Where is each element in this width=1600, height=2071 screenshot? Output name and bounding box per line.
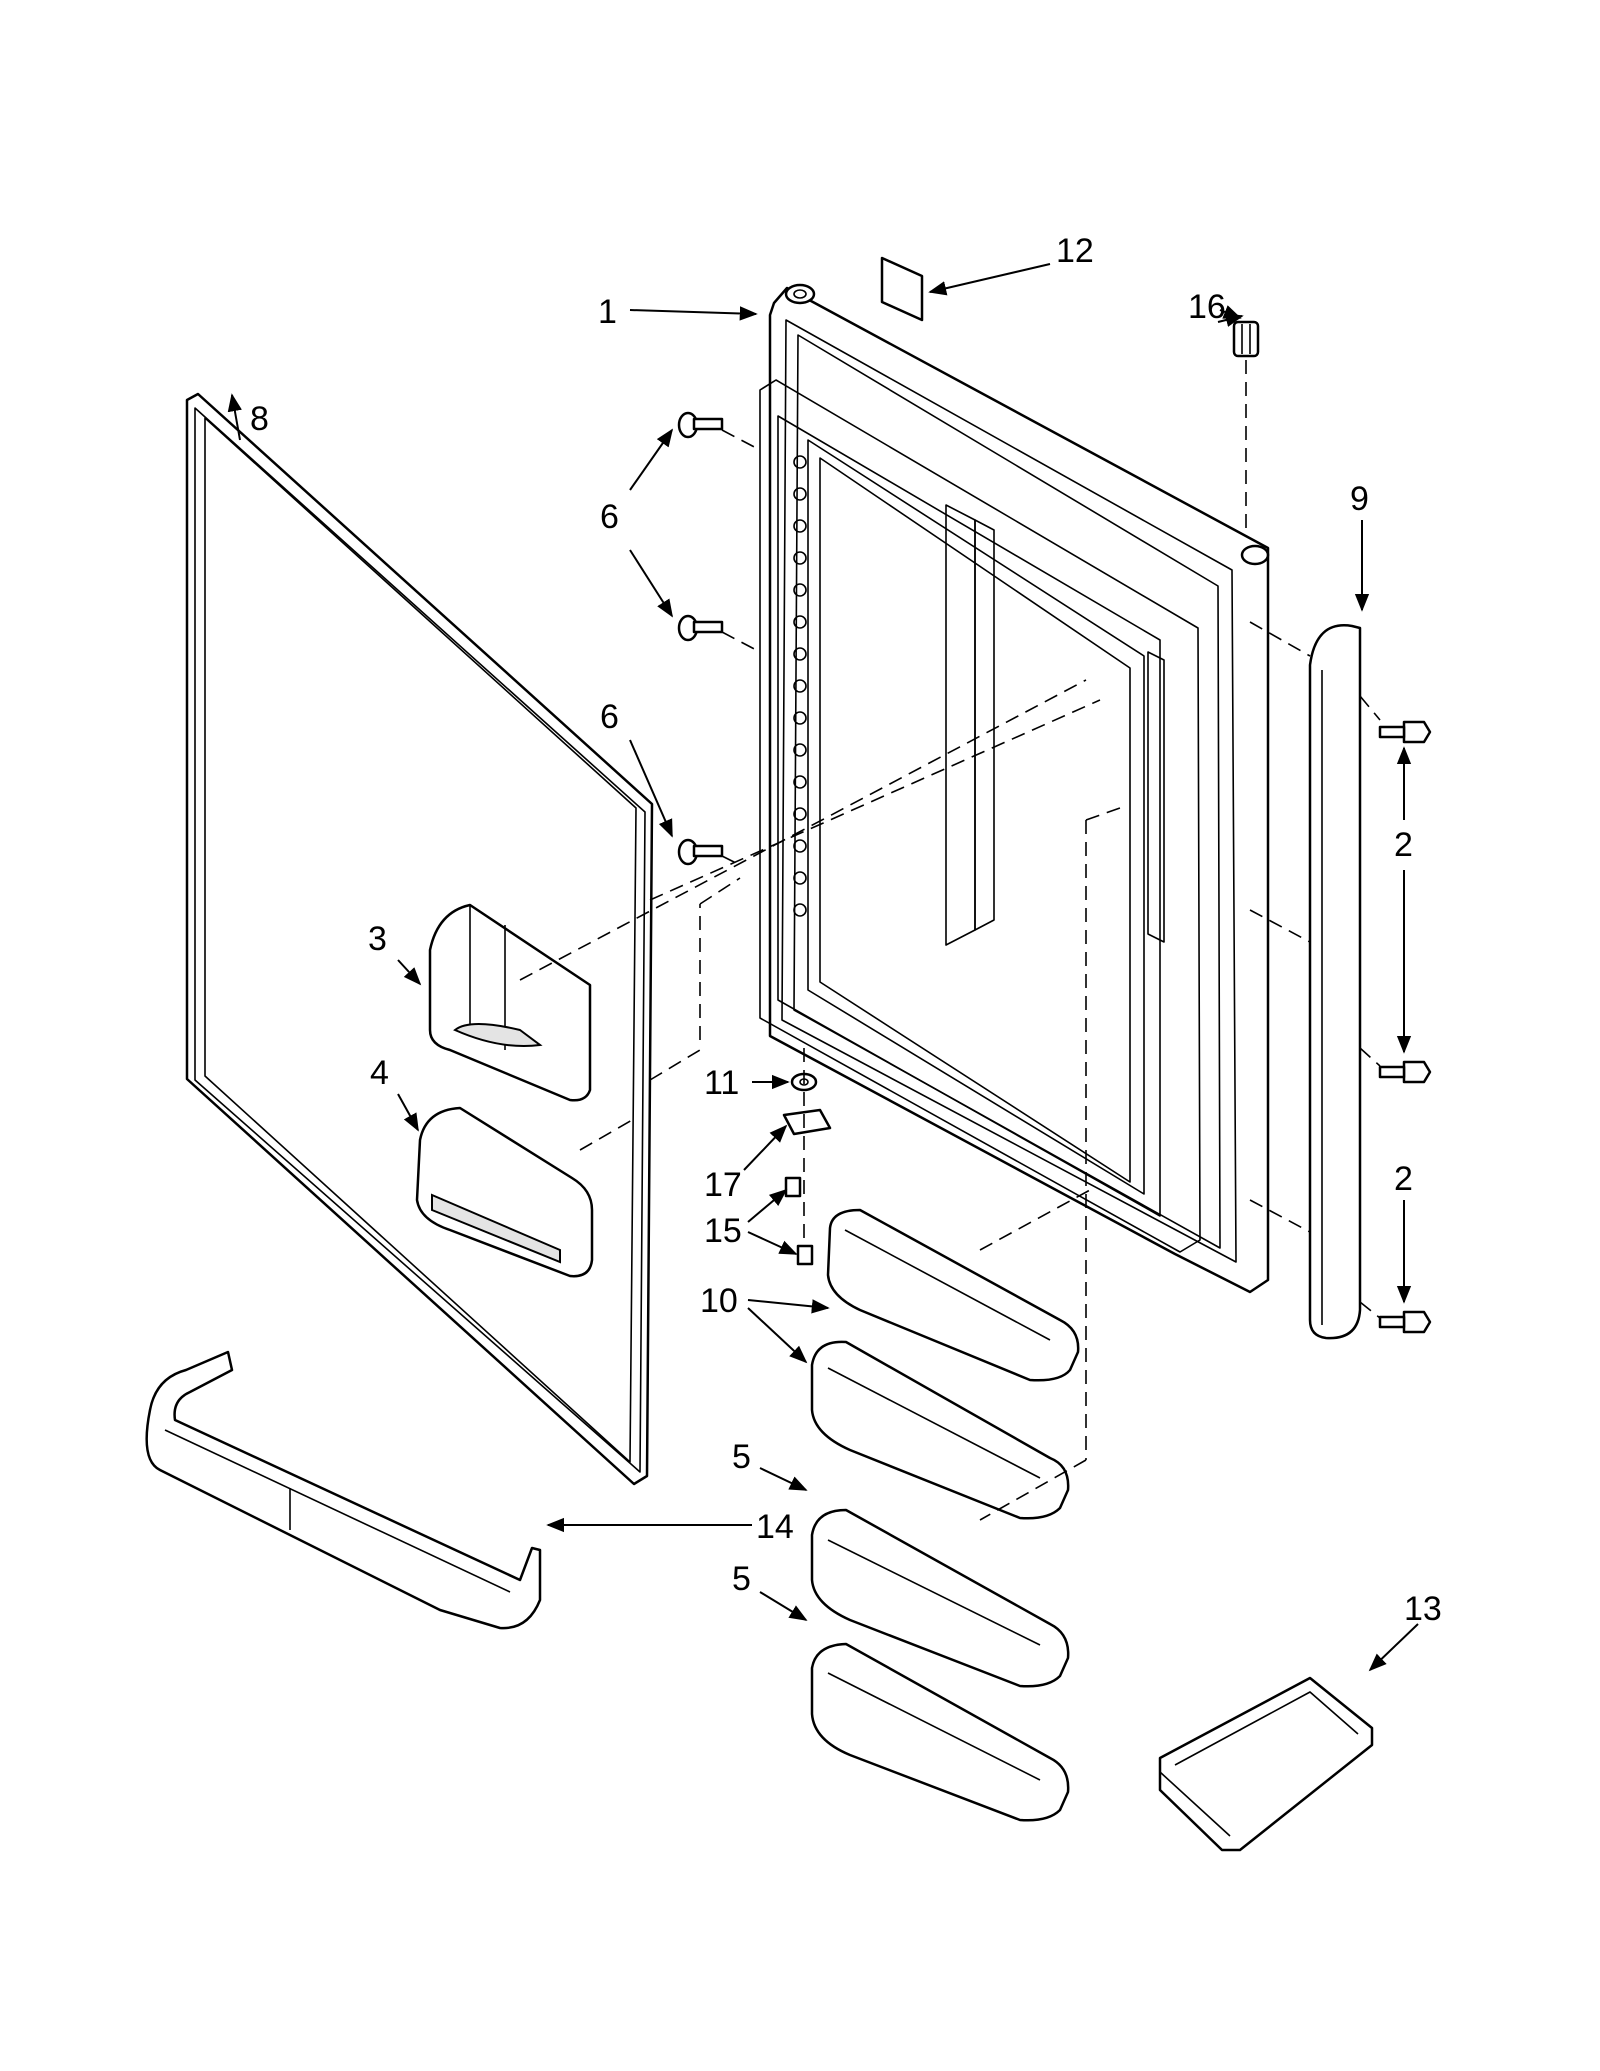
callout-10: 10 bbox=[700, 1282, 738, 1320]
callout-3: 3 bbox=[368, 920, 387, 958]
door-inner-liner bbox=[759, 283, 1270, 1294]
callout-15: 15 bbox=[704, 1212, 742, 1250]
callout-12: 12 bbox=[1056, 232, 1094, 270]
label-part bbox=[880, 256, 924, 322]
storage-bin-part bbox=[1158, 1676, 1374, 1852]
callout-13: 13 bbox=[1404, 1590, 1442, 1628]
callout-8: 8 bbox=[250, 400, 269, 438]
callout-17: 17 bbox=[704, 1166, 742, 1204]
callout-5b: 5 bbox=[732, 1560, 751, 1598]
door-outer-panel bbox=[185, 392, 654, 1486]
alignment-lines bbox=[519, 429, 1381, 1521]
bottom-door-rail-part bbox=[145, 1350, 542, 1630]
hinge-cap-part bbox=[1232, 320, 1260, 530]
callout-labels: 1 12 16 9 8 6 6 2 2 3 4 11 17 15 10 5 5 … bbox=[250, 232, 1442, 1628]
hinge-hardware-parts bbox=[782, 1048, 832, 1266]
callout-leaders bbox=[227, 263, 1419, 1672]
callout-14: 14 bbox=[756, 1508, 794, 1546]
dispenser-bin-part bbox=[415, 1106, 594, 1278]
callout-11: 11 bbox=[704, 1064, 739, 1102]
callout-16: 16 bbox=[1188, 288, 1226, 326]
door-bin-large-part bbox=[810, 1508, 1070, 1822]
shelf-studs bbox=[793, 455, 807, 917]
callout-9: 9 bbox=[1350, 480, 1369, 518]
handle-screw-part bbox=[1378, 720, 1432, 1334]
shoulder-screw-part bbox=[677, 411, 724, 866]
callout-6a: 6 bbox=[600, 498, 619, 536]
callout-1: 1 bbox=[598, 293, 617, 331]
callout-6b: 6 bbox=[600, 698, 619, 736]
door-handle-part bbox=[1308, 624, 1362, 1340]
callout-5a: 5 bbox=[732, 1438, 751, 1476]
dispenser-cover-part bbox=[428, 903, 592, 1102]
callout-2b: 2 bbox=[1394, 1160, 1413, 1198]
callout-4: 4 bbox=[370, 1054, 389, 1092]
callout-2a: 2 bbox=[1394, 826, 1413, 864]
door-bin-small-part bbox=[810, 1208, 1080, 1520]
